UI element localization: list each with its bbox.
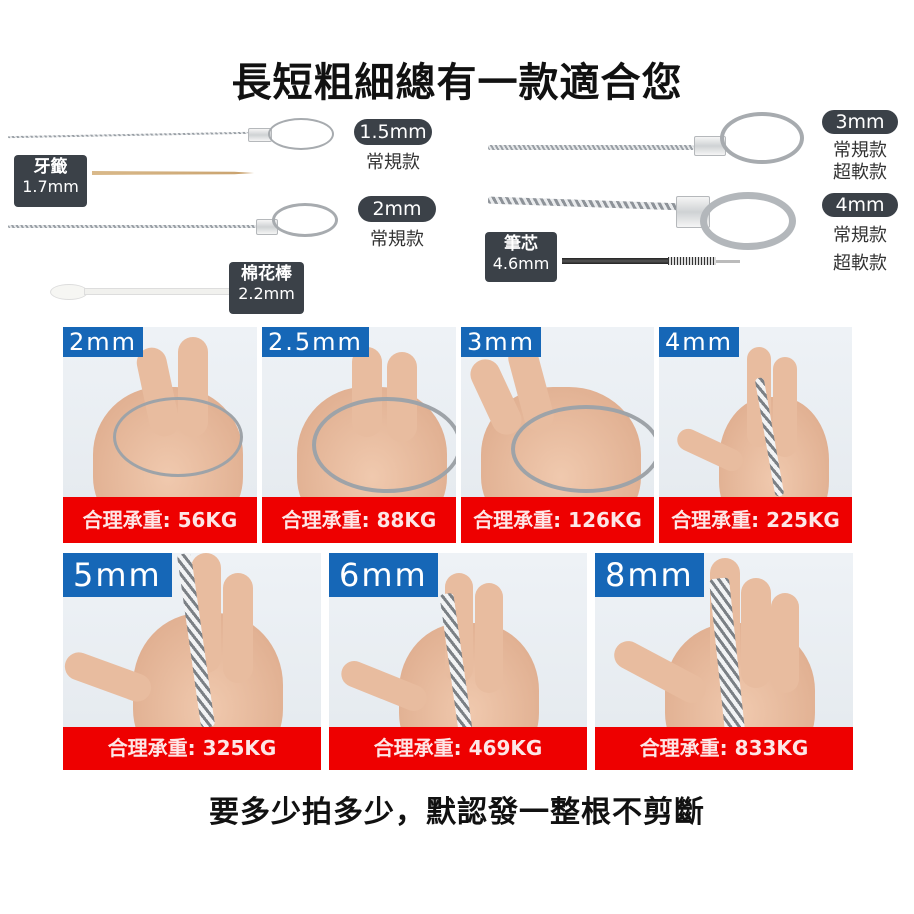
size-pill-3mm: 3mm <box>822 110 898 134</box>
type-label: 常規款 <box>833 140 887 161</box>
cotton-swab-image <box>84 288 234 295</box>
size-pill-2mm: 2mm <box>358 196 436 222</box>
cable-4mm-image <box>487 196 685 211</box>
type-label: 超軟款 <box>833 162 887 183</box>
cable-loop <box>268 118 334 150</box>
finger <box>771 593 799 693</box>
cable-ring <box>113 397 243 477</box>
tile-8mm: 8mm 合理承重: 833KG <box>595 553 853 770</box>
tile-2-5mm: 2.5mm 合理承重: 88KG <box>262 327 456 543</box>
reference-size: 2.2mm <box>238 284 295 303</box>
pen-refill-tip <box>716 260 740 263</box>
reference-size: 4.6mm <box>492 254 550 273</box>
footer-note: 要多少拍多少，默認發一整根不剪斷 <box>209 795 705 830</box>
size-tag: 2.5mm <box>262 327 369 357</box>
reference-toothpick-label: 牙籤 1.7mm <box>14 155 87 207</box>
load-bar: 合理承重: 469KG <box>329 727 587 770</box>
finger <box>773 357 797 457</box>
cable-1-5mm-image <box>8 131 248 139</box>
cable-2mm-image <box>8 225 258 228</box>
toothpick-image <box>92 171 254 175</box>
pen-refill-spring <box>668 257 716 265</box>
reference-name: 棉花棒 <box>241 264 292 284</box>
tile-3mm: 3mm 合理承重: 126KG <box>461 327 654 543</box>
load-bar: 合理承重: 833KG <box>595 727 853 770</box>
size-tag: 8mm <box>595 553 704 597</box>
load-bar: 合理承重: 325KG <box>63 727 321 770</box>
finger <box>475 583 503 693</box>
size-tag: 5mm <box>63 553 172 597</box>
reference-pen-refill-label: 筆芯 4.6mm <box>485 232 557 282</box>
finger <box>741 578 771 688</box>
size-tag: 2mm <box>63 327 144 357</box>
type-label: 常規款 <box>833 225 887 246</box>
load-bar: 合理承重: 88KG <box>262 497 456 543</box>
type-label: 常規款 <box>366 152 420 173</box>
cable-loop <box>700 192 796 250</box>
reference-name: 牙籤 <box>33 157 68 177</box>
size-pill-1-5mm: 1.5mm <box>354 119 432 145</box>
size-pill-4mm: 4mm <box>822 193 898 217</box>
tile-6mm: 6mm 合理承重: 469KG <box>329 553 587 770</box>
cotton-swab-head <box>50 284 88 300</box>
load-bar: 合理承重: 126KG <box>461 497 654 543</box>
reference-name: 筆芯 <box>504 234 538 254</box>
cable-ring <box>511 405 654 493</box>
tile-2mm: 2mm 合理承重: 56KG <box>63 327 257 543</box>
type-label: 常規款 <box>370 229 424 250</box>
tile-4mm: 4mm 合理承重: 225KG <box>659 327 852 543</box>
reference-cotton-swab-label: 棉花棒 2.2mm <box>229 262 304 314</box>
finger <box>223 573 253 683</box>
type-label: 超軟款 <box>833 253 887 274</box>
size-tag: 4mm <box>659 327 740 357</box>
cable-ring <box>312 397 456 493</box>
tile-5mm: 5mm 合理承重: 325KG <box>63 553 321 770</box>
size-tag: 6mm <box>329 553 438 597</box>
cable-3mm-image <box>488 145 694 150</box>
load-bar: 合理承重: 56KG <box>63 497 257 543</box>
cable-loop <box>272 203 338 237</box>
size-tag: 3mm <box>461 327 542 357</box>
pen-refill-image <box>562 258 668 264</box>
page-title: 長短粗細總有一款適合您 <box>231 60 683 106</box>
cable-loop <box>720 112 804 164</box>
reference-size: 1.7mm <box>22 177 79 196</box>
load-bar: 合理承重: 225KG <box>659 497 852 543</box>
